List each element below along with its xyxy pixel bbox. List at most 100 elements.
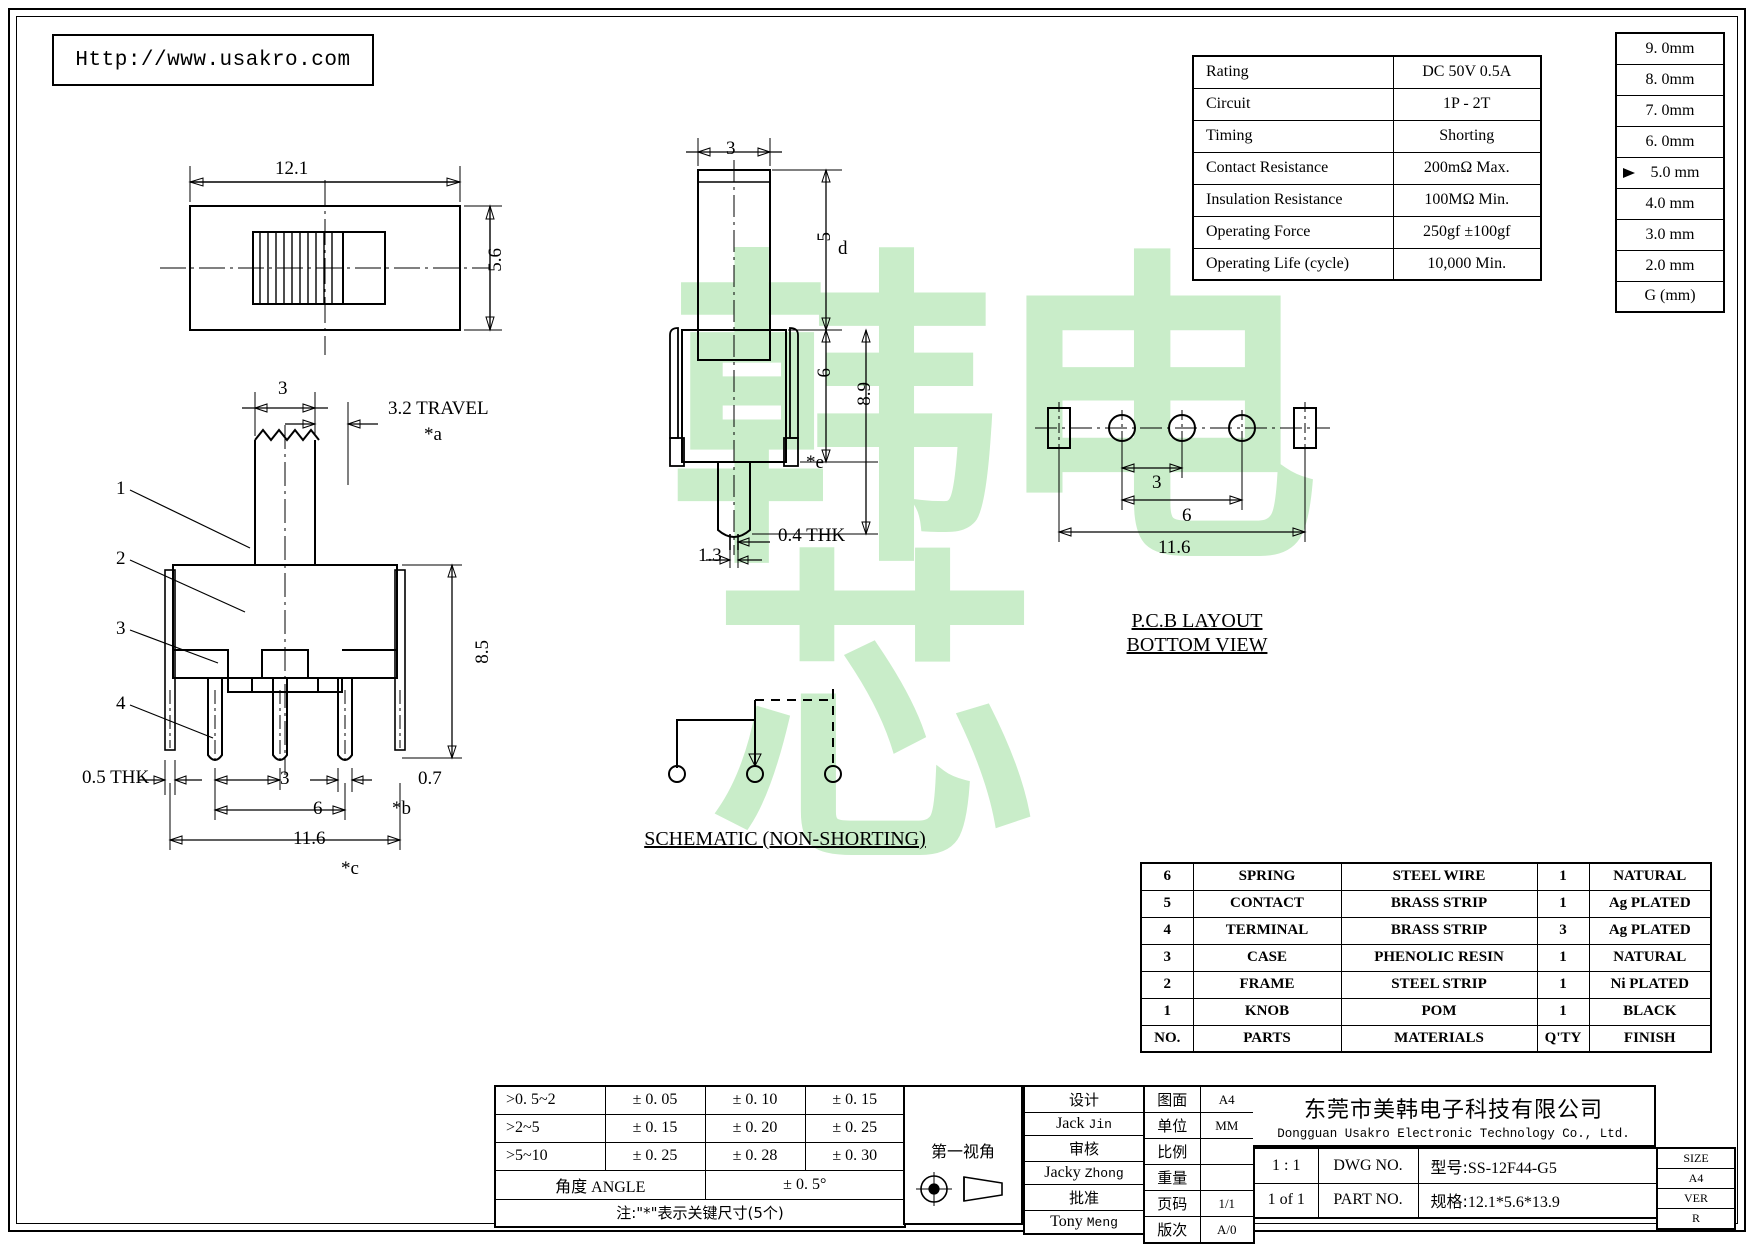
part-finish: NATURAL [1588,862,1712,891]
g-scale-value[interactable]: 4.0 mm [1615,187,1725,220]
side-view-total-star: *e [806,452,824,473]
g-scale-value[interactable]: 9. 0mm [1615,32,1725,65]
g-scale-row[interactable]: 6. 0mm [1615,125,1725,158]
front-view-span6-dim: 6 [313,798,323,819]
company-name-en: Dongguan Usakro Electronic Technology Co… [1277,1126,1630,1141]
part-finish: Ni PLATED [1588,970,1712,999]
drawing-number-table: 1 : 1 DWG NO. 型号:SS-12F44-G5 1 of 1 PART… [1253,1147,1658,1219]
tolerance-note: 注:"*"表示关键尺寸(5个) [494,1198,906,1228]
g-scale-row[interactable]: 5.0 mm [1615,156,1725,189]
g-scale-value[interactable]: 7. 0mm [1615,94,1725,127]
g-scale-value[interactable]: 5.0 mm [1615,156,1725,189]
g-scale-row[interactable]: 3.0 mm [1615,218,1725,251]
ver-label: VER [1656,1188,1736,1209]
doc-info-value [1199,1164,1255,1191]
tolerance-row: >0. 5~2± 0. 05± 0. 10± 0. 15 [494,1085,906,1115]
spec-value: 100MΩ Min. [1392,183,1542,217]
part-no-prefix: 规格: [1430,1192,1468,1212]
parts-header-finish: FINISH [1588,1024,1712,1053]
dwg-no-model: SS-12F44-G5 [1467,1159,1557,1177]
front-view-pin-offset-dim: 0.7 [418,768,442,789]
part-name: TERMINAL [1192,916,1342,945]
front-view-drawing [129,392,462,850]
tolerance-c1: ± 0. 15 [604,1113,706,1143]
tolerance-c2: ± 0. 10 [704,1085,806,1115]
g-scale-value[interactable]: 3.0 mm [1615,218,1725,251]
spec-row: Operating Life (cycle)10,000 Min. [1192,247,1542,281]
approval-name-row: Jack Jin [1023,1112,1145,1136]
approval-role-row: 批准 [1023,1184,1145,1211]
spec-value: Shorting [1392,119,1542,153]
doc-info-key: 单位 [1143,1112,1201,1139]
dwg-no-value: 型号:SS-12F44-G5 [1417,1147,1658,1184]
g-scale-value[interactable]: 2.0 mm [1615,249,1725,282]
projection-label: 第一视角 [930,1144,995,1161]
front-view-span6-star: *b [392,798,411,819]
tolerance-c3: ± 0. 15 [804,1085,906,1115]
part-material: STEEL STRIP [1340,970,1538,999]
approval-role: 批准 [1023,1184,1145,1211]
doc-info-key: 比例 [1143,1138,1201,1165]
approval-name-last: Zhong [1084,1166,1124,1181]
doc-info-row: 比例 [1143,1138,1255,1165]
g-scale-value[interactable]: G (mm) [1615,280,1725,313]
g-scale-row[interactable]: 7. 0mm [1615,94,1725,127]
top-view-drawing [160,166,502,355]
projection-symbol-block [903,1085,1023,1225]
spec-key: Contact Resistance [1192,151,1394,185]
part-material: BRASS STRIP [1340,889,1538,918]
part-name: CONTACT [1192,889,1342,918]
scale-value: 1 : 1 [1253,1147,1319,1184]
tolerance-c3: ± 0. 30 [804,1141,906,1171]
front-view-travel-dim: 3.2 TRAVEL [388,398,489,419]
website-url-text: Http://www.usakro.com [75,48,351,72]
parts-header-parts: PARTS [1192,1024,1342,1053]
approval-name: Tony Meng [1023,1210,1145,1235]
g-scale-value[interactable]: 8. 0mm [1615,63,1725,96]
pcb-span6-dim: 6 [1182,505,1192,526]
g-scale-row[interactable]: G (mm) [1615,280,1725,313]
first-angle-projection-icon [916,1172,1003,1206]
size-version-table: SIZE A4 VER R [1656,1147,1736,1230]
approval-name: Jacky Zhong [1023,1161,1145,1185]
schematic-title: SCHEMATIC (NON-SHORTING) [644,828,926,850]
side-view-pin-thk-dim: 0.4 THK [778,525,846,546]
website-url-box: Http://www.usakro.com [52,34,374,86]
part-no: 3 [1140,943,1194,972]
doc-info-key: 图面 [1143,1085,1201,1113]
front-view-pitch-dim: 3 [280,768,290,789]
part-no-spec: 12.1*5.6*13.9 [1467,1194,1560,1212]
side-view-knob-height-star: d [838,238,848,259]
top-view-height-dim: 5.6 [485,248,506,272]
g-scale-value[interactable]: 6. 0mm [1615,125,1725,158]
g-scale-row[interactable]: 2.0 mm [1615,249,1725,282]
tolerance-c3: ± 0. 25 [804,1113,906,1143]
g-scale-row[interactable]: 8. 0mm [1615,63,1725,96]
angle-tolerance-value: ± 0. 5° [704,1169,906,1200]
part-no: 1 [1140,997,1194,1026]
side-view-pin-width-dim: 1.3 [698,545,722,566]
g-scale-row[interactable]: 9. 0mm [1615,32,1725,65]
spec-value: DC 50V 0.5A [1392,55,1542,89]
doc-info-value [1199,1138,1255,1165]
approval-role-row: 设计 [1023,1085,1145,1113]
doc-info-value: 1/1 [1199,1190,1255,1217]
schematic-drawing [668,686,842,783]
tolerance-c1: ± 0. 25 [604,1141,706,1171]
doc-info-key: 版次 [1143,1216,1201,1244]
spec-key: Circuit [1192,87,1394,121]
dwg-row: 1 : 1 DWG NO. 型号:SS-12F44-G5 [1253,1147,1658,1184]
part-finish: Ag PLATED [1588,889,1712,918]
g-scale-row[interactable]: 4.0 mm [1615,187,1725,220]
